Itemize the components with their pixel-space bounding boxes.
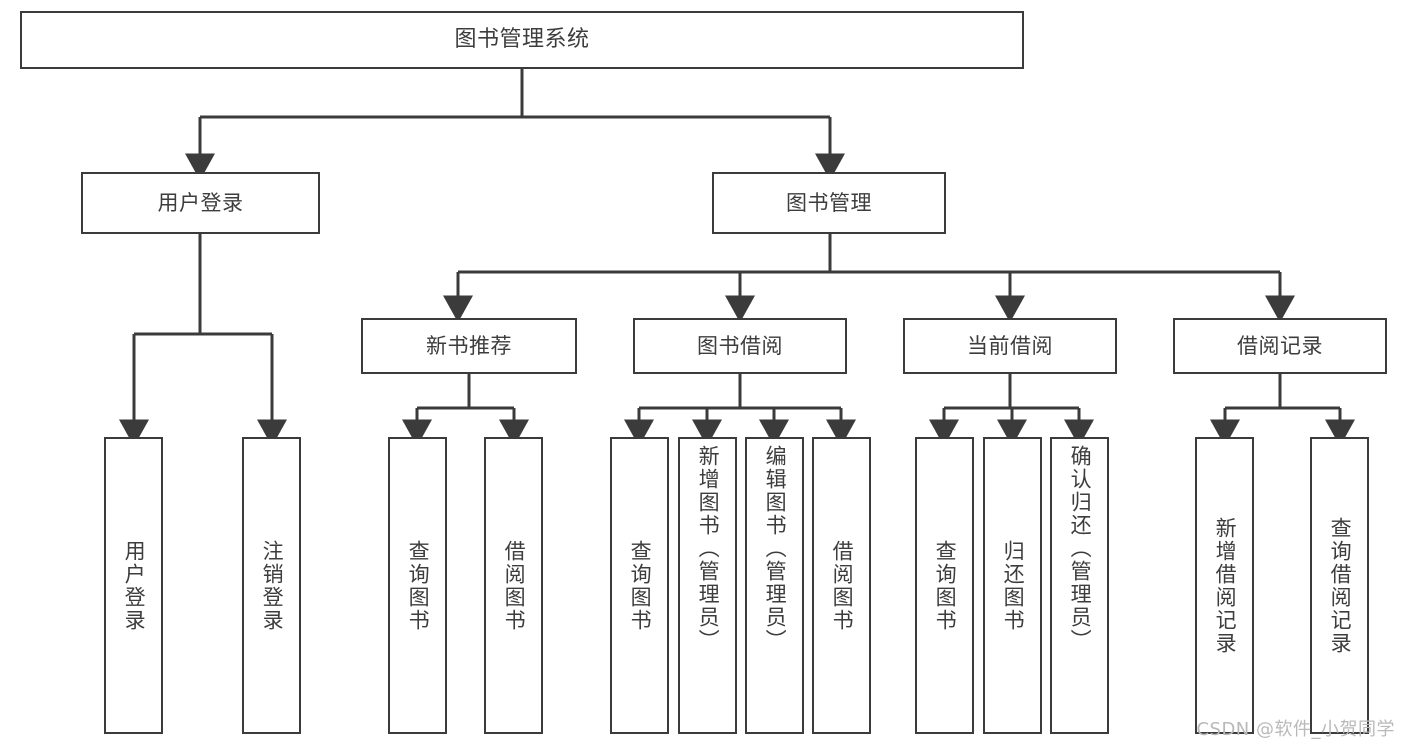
node-new-book-recommend[interactable]: 新书推荐 — [361, 318, 577, 374]
leaf-record-add-record[interactable]: 新增借阅记录 — [1195, 437, 1254, 734]
leaf-newbook-borrow-book[interactable]: 借阅图书 — [484, 437, 543, 734]
node-borrow-record[interactable]: 借阅记录 — [1173, 318, 1387, 374]
leaf-label: 新增借阅记录 — [1213, 516, 1238, 655]
leaf-label: 借阅图书 — [502, 539, 527, 632]
node-root-system[interactable]: 图书管理系统 — [20, 11, 1024, 69]
leaf-borrow-add-book-admin[interactable]: 新增图书（管理员） — [678, 437, 737, 734]
leaf-newbook-query-book[interactable]: 查询图书 — [388, 437, 447, 734]
node-label: 图书管理 — [786, 190, 872, 215]
node-book-borrow[interactable]: 图书借阅 — [633, 318, 847, 374]
node-current-borrow[interactable]: 当前借阅 — [903, 318, 1117, 374]
leaf-borrow-edit-book-admin[interactable]: 编辑图书（管理员） — [745, 437, 804, 734]
leaf-label: 查询图书 — [933, 539, 958, 632]
node-label: 图书借阅 — [697, 333, 783, 358]
node-label: 新书推荐 — [426, 333, 512, 358]
leaf-label: 新增图书（管理员） — [696, 445, 721, 652]
leaf-label: 借阅图书 — [830, 539, 855, 632]
leaf-label: 查询图书 — [406, 539, 431, 632]
node-label: 用户登录 — [157, 190, 244, 215]
leaf-record-query-record[interactable]: 查询借阅记录 — [1310, 437, 1369, 734]
leaf-user-login[interactable]: 用户登录 — [104, 437, 163, 734]
leaf-label: 注销登录 — [260, 539, 285, 632]
leaf-current-return-book[interactable]: 归还图书 — [983, 437, 1042, 734]
node-label: 图书管理系统 — [454, 27, 590, 53]
leaf-label: 查询图书 — [628, 539, 653, 632]
leaf-user-logout[interactable]: 注销登录 — [242, 437, 301, 734]
leaf-label: 查询借阅记录 — [1328, 516, 1353, 655]
leaf-label: 用户登录 — [122, 539, 147, 632]
node-label: 借阅记录 — [1237, 333, 1323, 358]
node-user-login[interactable]: 用户登录 — [81, 172, 320, 234]
leaf-label: 确认归还（管理员） — [1068, 445, 1093, 652]
leaf-label: 归还图书 — [1001, 539, 1026, 632]
leaf-current-confirm-return-admin[interactable]: 确认归还（管理员） — [1050, 437, 1109, 734]
leaf-borrow-query-book[interactable]: 查询图书 — [610, 437, 669, 734]
node-label: 当前借阅 — [967, 333, 1053, 358]
leaf-current-query-book[interactable]: 查询图书 — [915, 437, 974, 734]
leaf-borrow-borrow-book[interactable]: 借阅图书 — [812, 437, 871, 734]
node-book-management[interactable]: 图书管理 — [712, 172, 946, 234]
leaf-label: 编辑图书（管理员） — [763, 445, 788, 652]
